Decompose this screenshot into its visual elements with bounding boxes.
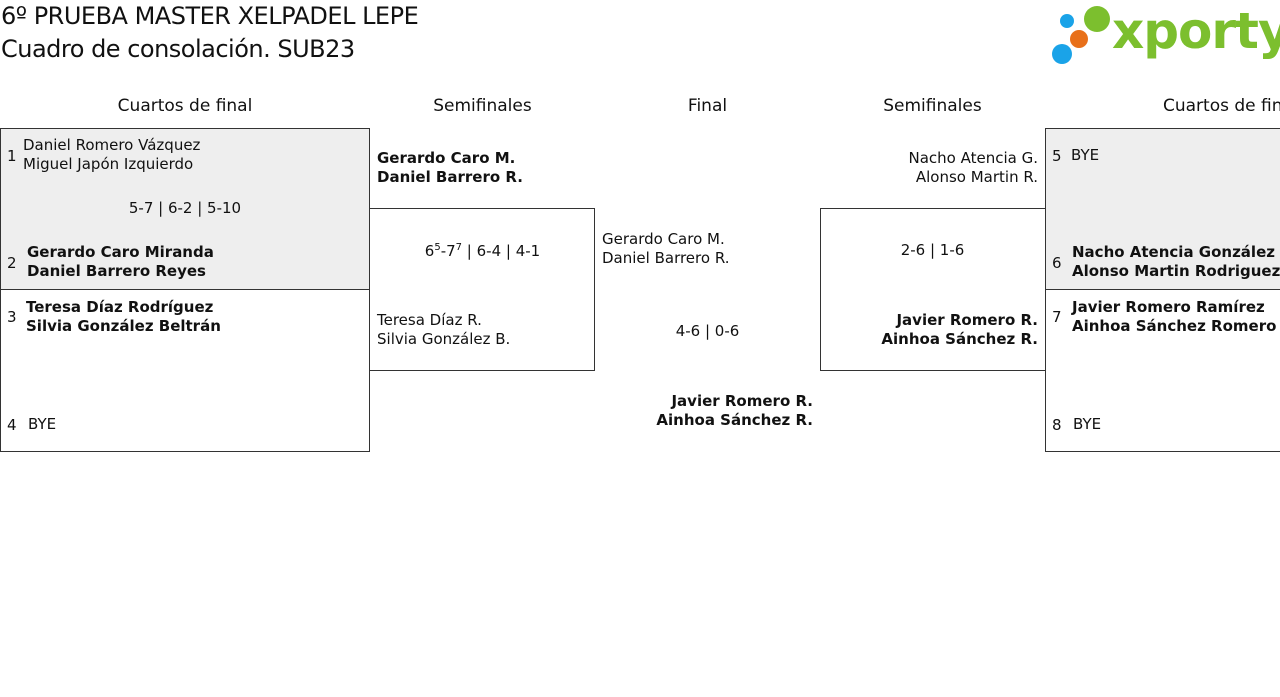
player-name: Daniel Romero Vázquez bbox=[23, 136, 201, 154]
left-quarter-match-1 bbox=[0, 128, 370, 290]
player-name: Teresa Díaz Rodríguez bbox=[26, 298, 214, 316]
player-name: Ainhoa Sánchez R. bbox=[881, 330, 1038, 348]
player-name-bye: BYE bbox=[1071, 146, 1100, 164]
logo-dot-orange bbox=[1070, 30, 1088, 48]
player-name-bye: BYE bbox=[1073, 415, 1102, 433]
logo-text: xporty bbox=[1112, 2, 1280, 60]
player-name: Javier Romero R. bbox=[671, 392, 813, 410]
player-name: Teresa Díaz R. bbox=[377, 311, 482, 329]
player-name-bye: BYE bbox=[28, 415, 57, 433]
seed-number: 1 bbox=[7, 147, 17, 165]
player-name: Miguel Japón Izquierdo bbox=[23, 155, 194, 173]
player-name: Gerardo Caro Miranda bbox=[27, 243, 214, 261]
seed-number: 2 bbox=[7, 254, 17, 272]
player-name: Gerardo Caro M. bbox=[377, 149, 516, 167]
right-quarter-match-1 bbox=[1045, 128, 1280, 290]
xporty-logo[interactable]: xporty bbox=[1050, 2, 1280, 68]
seed-number: 7 bbox=[1052, 308, 1062, 326]
seed-number: 5 bbox=[1052, 147, 1062, 165]
seed-number: 6 bbox=[1052, 254, 1062, 272]
round-title-left-semis: Semifinales bbox=[433, 96, 532, 116]
logo-dot-green bbox=[1084, 6, 1110, 32]
player-name: Daniel Barrero Reyes bbox=[27, 262, 206, 280]
page-title: 6º PRUEBA MASTER XELPADEL LEPE bbox=[1, 2, 419, 30]
player-name: Daniel Barrero R. bbox=[602, 249, 730, 267]
left-semi-match bbox=[369, 208, 595, 371]
seed-number: 4 bbox=[7, 416, 17, 434]
logo-dot-blue-small bbox=[1060, 14, 1074, 28]
round-title-left-quarters: Cuartos de final bbox=[117, 96, 253, 116]
player-name: Gerardo Caro M. bbox=[602, 230, 725, 248]
seed-number: 8 bbox=[1052, 416, 1062, 434]
logo-dot-blue-large bbox=[1052, 44, 1072, 64]
player-name: Alonso Martin Rodriguez bbox=[1072, 262, 1280, 280]
round-title-right-quarters: Cuartos de final bbox=[1163, 96, 1280, 116]
page-subtitle: Cuadro de consolación. SUB23 bbox=[1, 35, 355, 63]
player-name: Silvia González Beltrán bbox=[26, 317, 221, 335]
round-title-final: Final bbox=[687, 96, 728, 116]
player-name: Javier Romero Ramírez bbox=[1072, 298, 1265, 316]
player-name: Alonso Martin R. bbox=[915, 168, 1038, 186]
match-score: 65-77 | 6-4 | 4-1 bbox=[424, 242, 541, 260]
player-name: Ainhoa Sánchez Romero bbox=[1072, 317, 1277, 335]
player-name: Ainhoa Sánchez R. bbox=[656, 411, 813, 429]
player-name: Nacho Atencia González bbox=[1072, 243, 1275, 261]
player-name: Nacho Atencia G. bbox=[908, 149, 1039, 167]
match-score: 2-6 | 1-6 bbox=[900, 241, 965, 259]
match-score: 4-6 | 0-6 bbox=[675, 322, 740, 340]
player-name: Silvia González B. bbox=[377, 330, 511, 348]
match-score: 5-7 | 6-2 | 5-10 bbox=[128, 199, 242, 217]
seed-number: 3 bbox=[7, 308, 17, 326]
right-quarter-match-2 bbox=[1045, 289, 1280, 452]
player-name: Javier Romero R. bbox=[896, 311, 1038, 329]
round-title-right-semis: Semifinales bbox=[883, 96, 982, 116]
player-name: Daniel Barrero R. bbox=[377, 168, 523, 186]
